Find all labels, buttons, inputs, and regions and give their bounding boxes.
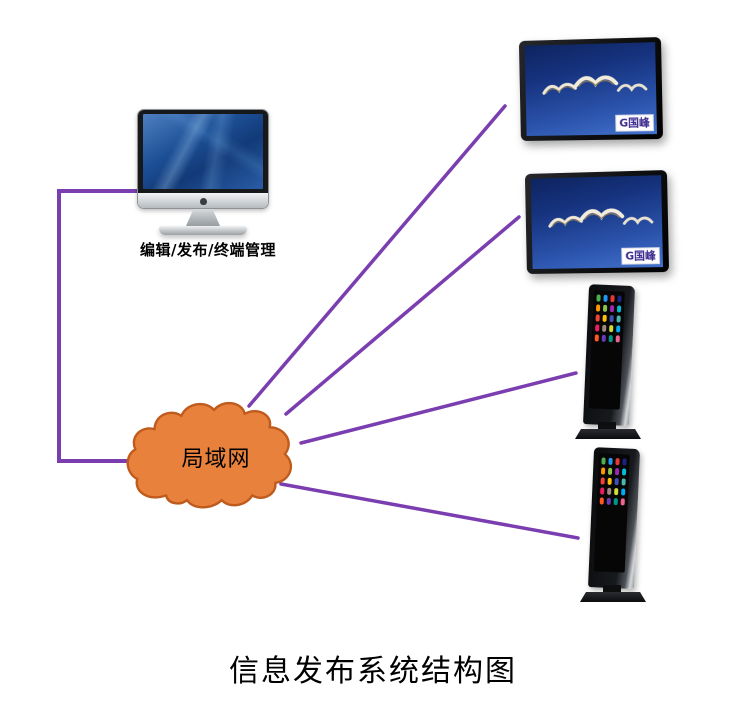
app-icon xyxy=(614,468,620,476)
app-icon xyxy=(595,324,600,332)
app-icon-grid xyxy=(599,457,627,506)
app-icon xyxy=(609,325,614,333)
imac-screen-bezel xyxy=(138,110,268,193)
app-icon xyxy=(603,294,608,302)
imac-stand-base xyxy=(159,226,247,235)
app-icon xyxy=(617,295,622,303)
app-icon xyxy=(594,334,599,342)
app-icon xyxy=(621,488,626,496)
kiosk-neck xyxy=(598,422,616,430)
imac-chin xyxy=(138,193,268,208)
imac-display-slab xyxy=(137,109,269,209)
kiosk-neck xyxy=(603,585,621,593)
app-icon xyxy=(595,314,600,322)
app-icon xyxy=(616,305,622,313)
app-icon xyxy=(609,305,615,313)
wall-display-2: G国峰 xyxy=(524,170,670,275)
display-logo: G国峰 xyxy=(615,114,654,132)
app-icon xyxy=(600,477,605,485)
display-screen: G国峰 xyxy=(530,175,664,270)
app-icon xyxy=(621,468,627,476)
cloud-shape xyxy=(126,401,293,509)
imac-screen-wallpaper xyxy=(143,114,263,189)
display-logo: G国峰 xyxy=(621,247,660,265)
app-icon xyxy=(614,488,619,496)
app-icon xyxy=(600,487,605,495)
app-icon xyxy=(606,497,611,505)
app-icon xyxy=(602,314,607,322)
imac-stand-neck xyxy=(186,209,220,226)
app-icon-grid xyxy=(594,294,622,343)
app-icon xyxy=(601,457,606,465)
connection-lan-to-display-2 xyxy=(284,215,521,416)
floor-kiosk-1 xyxy=(575,284,641,439)
app-icon xyxy=(608,457,613,465)
cloud-label: 局域网 xyxy=(181,447,251,472)
cloud-path xyxy=(126,401,293,509)
app-icon xyxy=(600,467,606,475)
kiosk-base xyxy=(575,429,641,439)
app-icon xyxy=(602,324,607,332)
app-icon xyxy=(615,335,620,343)
connection-lan-to-display-1 xyxy=(247,104,507,408)
app-icon xyxy=(607,487,612,495)
kiosk-body xyxy=(588,447,641,590)
pc-role-label: 编辑/发布/终端管理 xyxy=(140,241,276,259)
app-icon xyxy=(610,295,615,303)
app-icon xyxy=(607,467,613,475)
app-icon xyxy=(615,458,620,466)
app-icon xyxy=(609,315,614,323)
kiosk-screen xyxy=(588,290,625,410)
app-icon xyxy=(621,478,626,486)
app-icon xyxy=(613,498,618,506)
app-icon xyxy=(601,334,606,342)
app-icon xyxy=(608,335,613,343)
connection-pc-to-lan xyxy=(57,189,137,463)
wall-display-1: G国峰 xyxy=(518,37,664,142)
app-icon xyxy=(620,498,625,506)
connection-lan-to-kiosk-1 xyxy=(299,371,578,445)
app-icon xyxy=(616,315,621,323)
app-icon xyxy=(614,478,619,486)
kiosk-base xyxy=(580,592,646,602)
app-icon xyxy=(595,304,601,312)
kiosk-screen xyxy=(593,453,630,573)
connection-lan-to-kiosk-2 xyxy=(279,482,580,540)
kiosk-body xyxy=(583,284,636,427)
apple-logo-icon xyxy=(199,198,207,205)
display-screen: G国峰 xyxy=(524,42,658,137)
app-icon xyxy=(622,458,627,466)
app-icon xyxy=(599,497,604,505)
floor-kiosk-2 xyxy=(580,447,646,602)
app-icon xyxy=(596,294,601,302)
app-icon xyxy=(602,304,608,312)
diagram-title: 信息发布系统结构图 xyxy=(229,654,517,689)
app-icon xyxy=(616,325,621,333)
imac-workstation xyxy=(137,109,269,235)
app-icon xyxy=(607,477,612,485)
lan-cloud: 局域网 xyxy=(122,396,304,518)
